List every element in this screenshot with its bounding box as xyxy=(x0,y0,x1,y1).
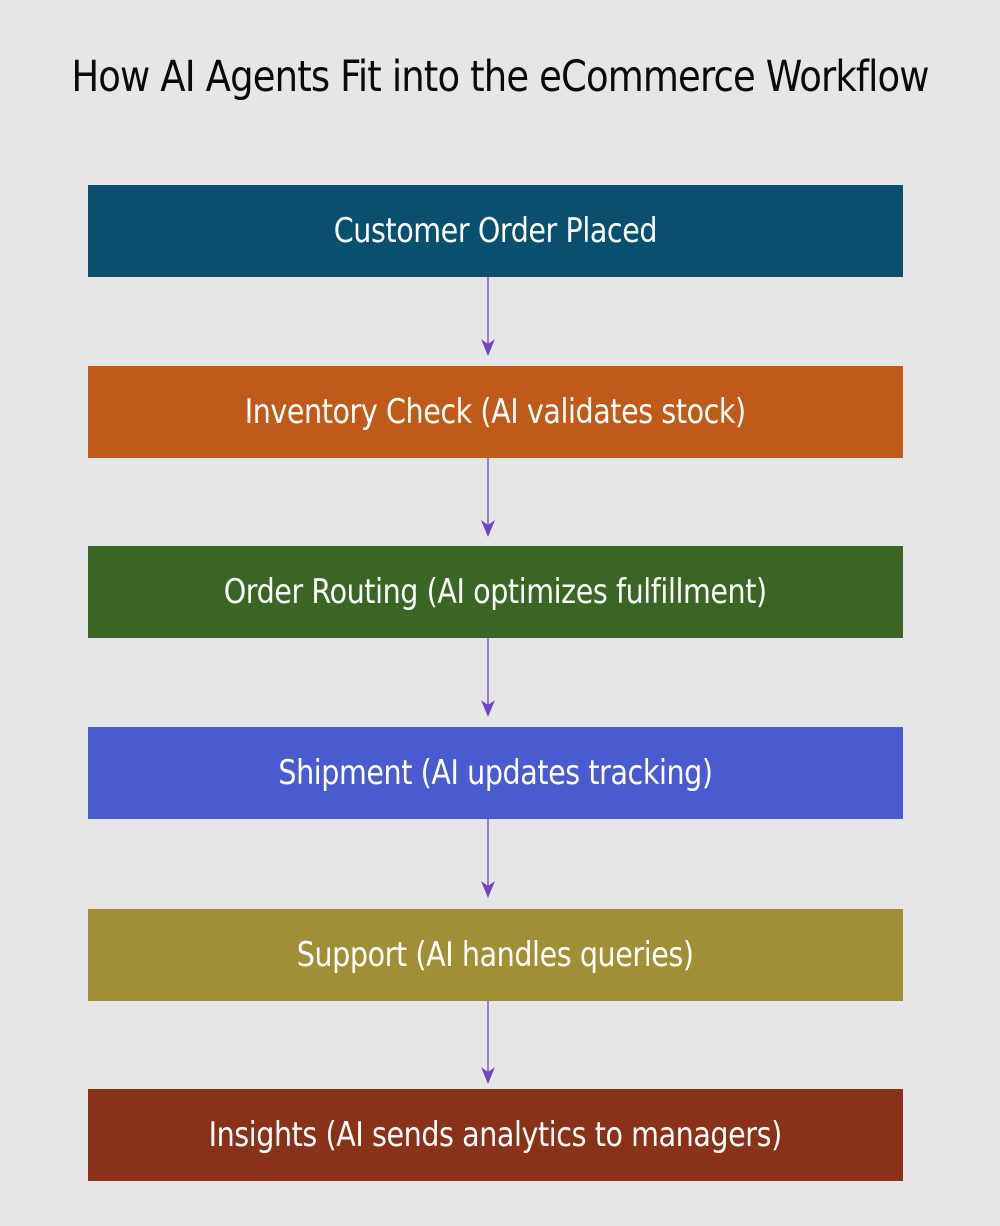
step-shipment: Shipment (AI updates tracking) xyxy=(88,727,903,819)
step-label: Inventory Check (AI validates stock) xyxy=(244,392,747,432)
step-support: Support (AI handles queries) xyxy=(88,909,903,1001)
step-label: Shipment (AI updates tracking) xyxy=(278,753,713,793)
arrow-4 xyxy=(481,819,495,898)
step-order-routing: Order Routing (AI optimizes fulfillment) xyxy=(88,546,903,638)
diagram-title: How AI Agents Fit into the eCommerce Wor… xyxy=(71,52,929,102)
arrow-1 xyxy=(481,277,495,356)
step-label: Support (AI handles queries) xyxy=(297,935,694,975)
arrow-3 xyxy=(481,638,495,717)
arrow-2 xyxy=(481,458,495,537)
step-label: Order Routing (AI optimizes fulfillment) xyxy=(223,572,767,612)
step-insights: Insights (AI sends analytics to managers… xyxy=(88,1089,903,1181)
step-label: Insights (AI sends analytics to managers… xyxy=(208,1115,783,1155)
step-label: Customer Order Placed xyxy=(333,211,658,251)
arrow-5 xyxy=(481,1001,495,1084)
step-customer-order-placed: Customer Order Placed xyxy=(88,185,903,277)
step-inventory-check: Inventory Check (AI validates stock) xyxy=(88,366,903,458)
